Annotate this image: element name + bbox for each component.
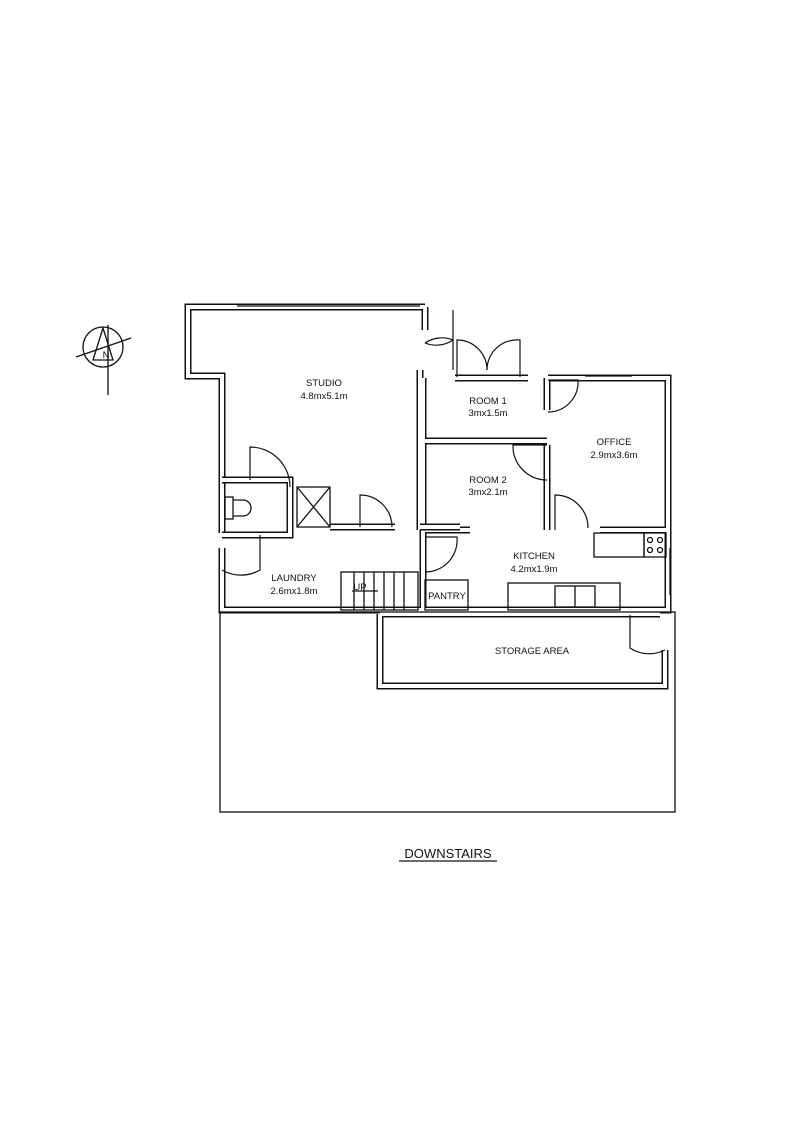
room-size: 2.9mx3.6m xyxy=(591,450,638,461)
room-name: STORAGE AREA xyxy=(495,646,570,657)
room-size: 3mx2.1m xyxy=(468,487,507,498)
room-size: 3mx1.5m xyxy=(468,408,507,419)
room-name: LAUNDRY xyxy=(271,573,317,584)
room-size: 4.2mx1.9m xyxy=(511,564,558,575)
doors xyxy=(221,310,666,655)
room-name: ROOM 2 xyxy=(469,475,506,486)
room-name: ROOM 1 xyxy=(469,396,506,407)
walls xyxy=(184,303,676,813)
shower-icon xyxy=(296,486,331,528)
pantry-box xyxy=(424,579,469,611)
stairs-label: UP xyxy=(353,582,366,593)
plan-title: DOWNSTAIRS xyxy=(404,846,491,861)
kitchen-counter xyxy=(507,582,621,611)
yard-outline xyxy=(219,611,676,813)
north-label: N xyxy=(103,350,110,361)
room-name: KITCHEN xyxy=(513,551,555,562)
room-size: 4.8mx5.1m xyxy=(301,391,348,402)
room-name: PANTRY xyxy=(428,591,466,602)
room-name: OFFICE xyxy=(597,437,632,448)
room-size: 2.6mx1.8m xyxy=(271,586,318,597)
north-arrow-icon: N xyxy=(75,325,132,395)
room-name: STUDIO xyxy=(306,378,342,389)
stove-counter xyxy=(593,532,667,558)
toilet-icon xyxy=(224,496,252,520)
stairs-icon xyxy=(340,571,419,611)
